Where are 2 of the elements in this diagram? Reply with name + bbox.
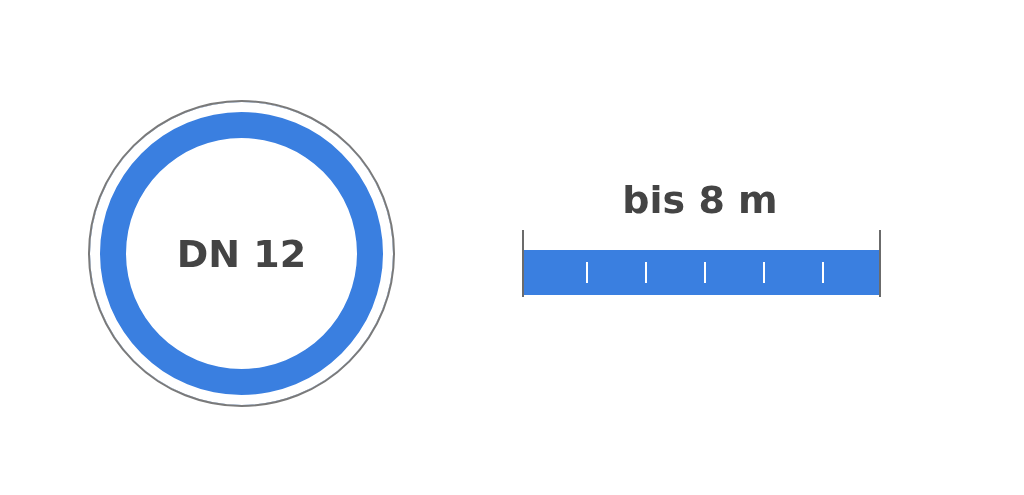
pipe-size-label: DN 12: [176, 231, 307, 276]
length-label: bis 8 m: [621, 178, 779, 222]
